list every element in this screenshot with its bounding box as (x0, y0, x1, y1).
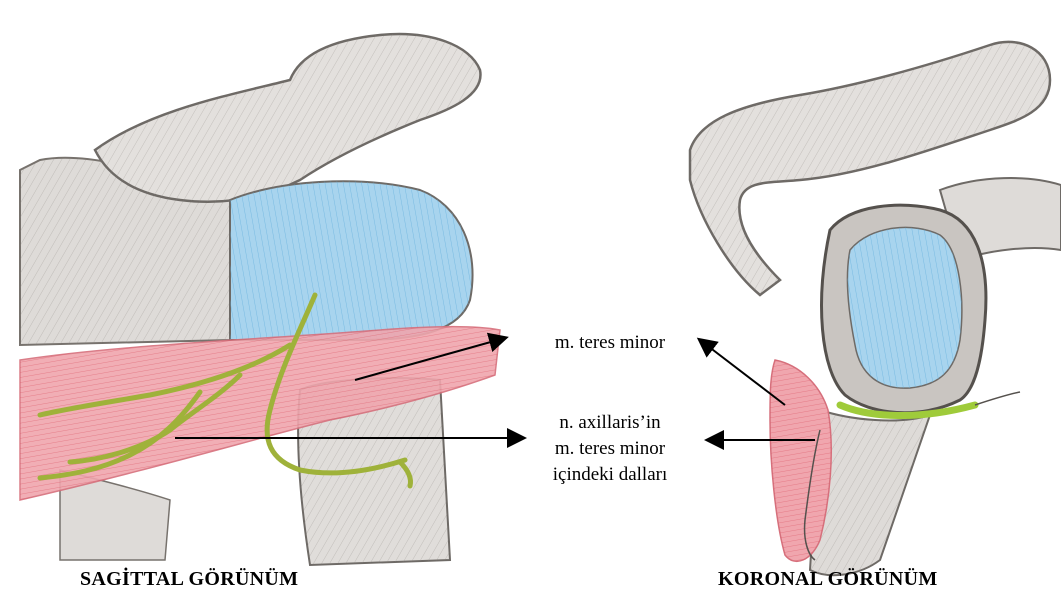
coronal-view-drawing (690, 42, 1061, 575)
label-axillaris-line1: n. axillaris’in (495, 410, 725, 436)
label-axillaris-line3: içindeki dalları (495, 462, 725, 488)
label-axillaris-branches: n. axillaris’in m. teres minor içindeki … (495, 410, 725, 488)
label-axillaris-line2: m. teres minor (495, 436, 725, 462)
label-teres-minor: m. teres minor (510, 330, 710, 356)
sagittal-view-drawing (20, 34, 500, 565)
label-coronal-view: KORONAL GÖRÜNÜM (718, 568, 938, 591)
label-sagittal-view: SAGİTTAL GÖRÜNÜM (80, 568, 298, 591)
